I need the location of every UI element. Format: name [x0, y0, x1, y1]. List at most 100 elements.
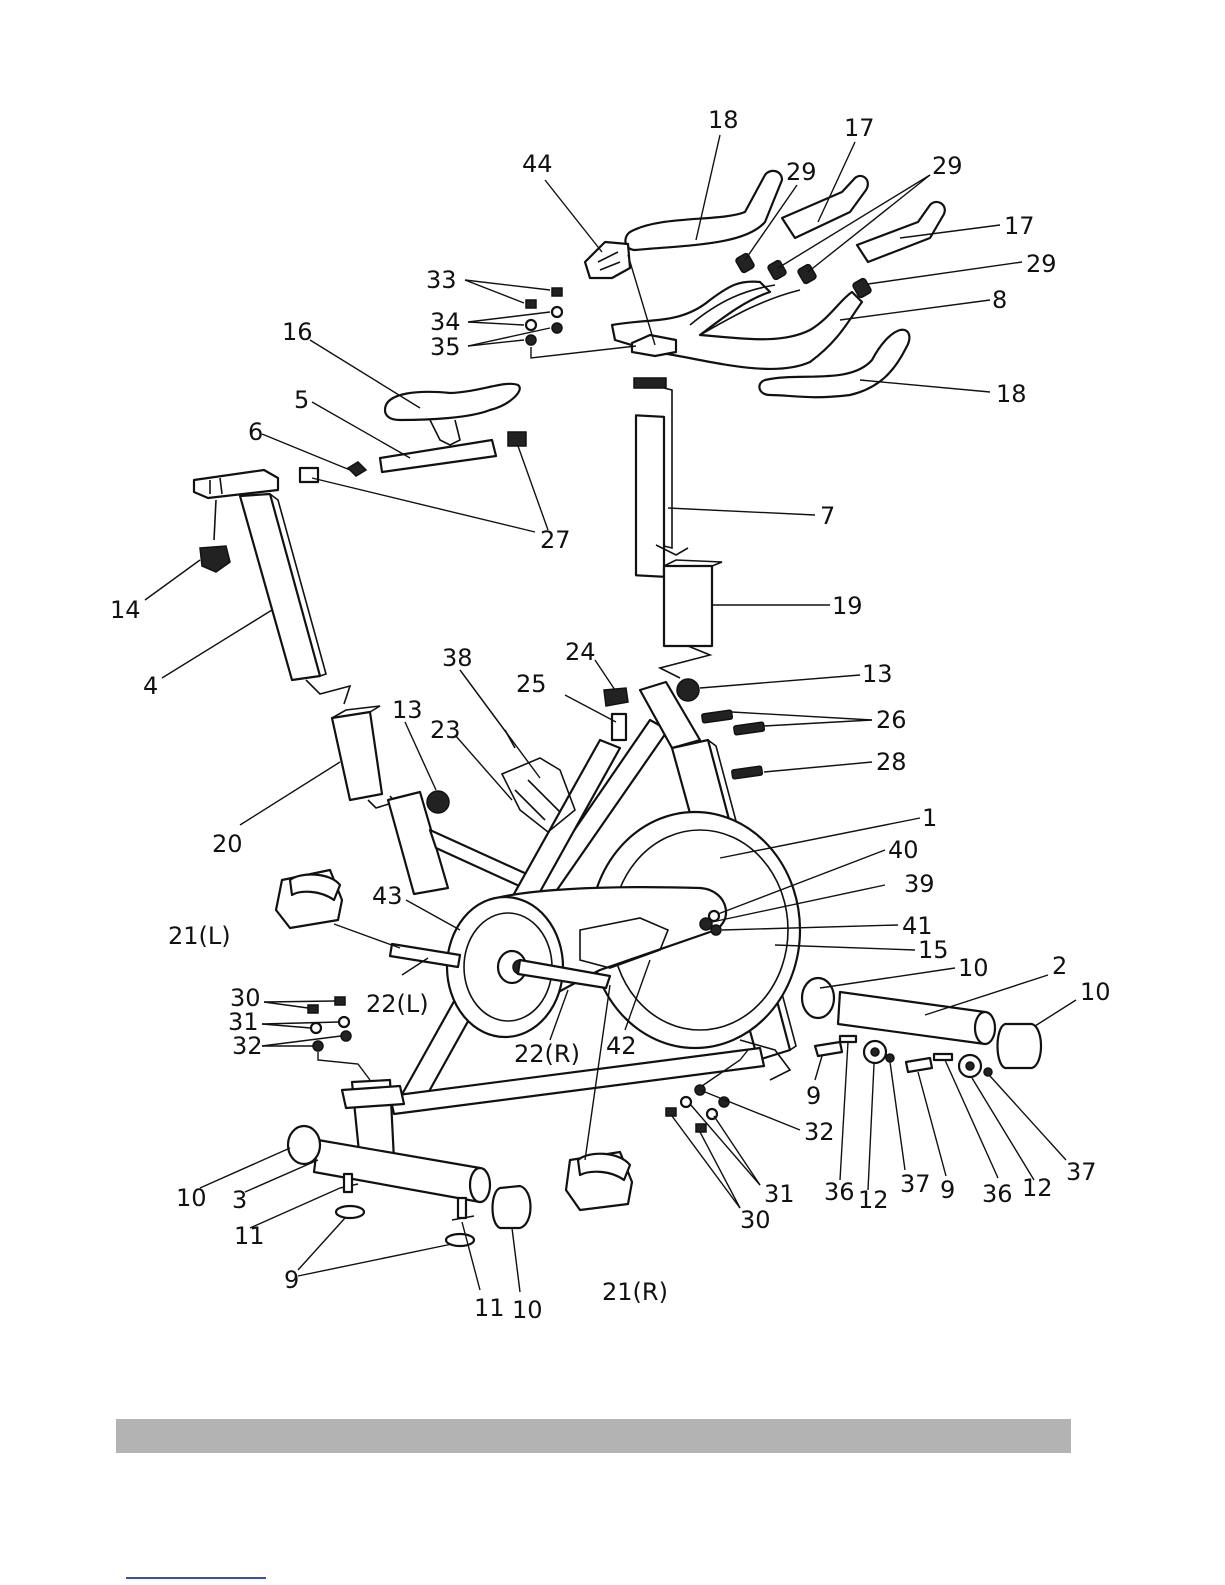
part-32-nut-rear-a [313, 1041, 323, 1051]
leader-21L [334, 924, 400, 948]
leader-10-rear-right [512, 1228, 520, 1292]
part-7-post [636, 415, 664, 576]
callout-26: 26 [876, 706, 907, 734]
leader-3 [245, 1160, 318, 1192]
part-10-cap-front-right [998, 1024, 1042, 1068]
leader-31-rear-b [262, 1022, 339, 1024]
part-30-bolt-rear-b [335, 997, 345, 1005]
callout-7: 7 [820, 502, 835, 530]
callout-30-front: 30 [740, 1206, 771, 1234]
callout-9-rear: 9 [284, 1266, 299, 1294]
leader-13-front [700, 675, 860, 688]
callout-12-a: 12 [858, 1186, 889, 1214]
part-27-cap-right [508, 432, 526, 446]
leader-4-20-connector [306, 680, 350, 704]
callout-44: 44 [522, 150, 553, 178]
callout-32-front: 32 [804, 1118, 835, 1146]
part-33-bolt-b [552, 288, 562, 296]
leader-16 [310, 340, 420, 408]
leader-23 [455, 735, 512, 800]
part-31-washer-rear-a [311, 1023, 321, 1033]
leader-20 [240, 762, 340, 825]
callout-2: 2 [1052, 952, 1067, 980]
leader-10-front-left [820, 968, 955, 988]
part-37-nut-a [886, 1054, 894, 1062]
callout-6: 6 [248, 418, 263, 446]
callout-5: 5 [294, 386, 309, 414]
leader-31-rear-a [262, 1024, 311, 1028]
part-34-washer-b [552, 307, 562, 317]
leader-35-b [468, 328, 550, 346]
callout-21R: 21(R) [602, 1278, 668, 1306]
part-7-post-side [664, 388, 672, 548]
leader-34-a [468, 322, 524, 325]
footer-link-underline [126, 1577, 266, 1579]
part-14-screw [214, 500, 216, 540]
part-36-axle-b [934, 1054, 952, 1060]
part-27-cap-left [300, 468, 318, 482]
callout-39: 39 [904, 870, 935, 898]
seat-assembly [194, 384, 526, 808]
part-41-bolt [711, 925, 721, 935]
callout-31-front: 31 [764, 1180, 795, 1208]
callout-43: 43 [372, 882, 403, 910]
callout-17-b: 17 [1004, 212, 1035, 240]
leader-36-a [840, 1042, 848, 1180]
callout-36-a: 36 [824, 1178, 855, 1206]
callout-13-rear: 13 [392, 696, 423, 724]
callout-29-a: 29 [786, 158, 817, 186]
part-2-end [975, 1012, 995, 1044]
leader-9-front-b [918, 1072, 946, 1176]
part-9-leveler-front-a [815, 1042, 842, 1056]
part-11-stud-b [458, 1198, 466, 1218]
leader-37-a [890, 1062, 905, 1170]
callout-42: 42 [606, 1032, 637, 1060]
leader-19-frame-connector [660, 646, 710, 678]
callout-29-b: 29 [932, 152, 963, 180]
part-33-bolt-a [526, 300, 536, 308]
part-37-nut-b [984, 1068, 992, 1076]
part-9-leveler-rear-a [336, 1206, 364, 1218]
callout-8: 8 [992, 286, 1007, 314]
part-6-knob [348, 462, 366, 476]
part-35-nut-a [526, 335, 536, 345]
part-29-cap-a [735, 253, 755, 274]
leader-12-a [868, 1064, 874, 1190]
leader-6 [262, 434, 350, 470]
part-10-cap-rear-right [493, 1186, 531, 1228]
callout-35: 35 [430, 333, 461, 361]
callout-18-top: 18 [708, 106, 739, 134]
part-31-washer-rear-b [339, 1017, 349, 1027]
callout-3: 3 [232, 1186, 247, 1214]
leader-32-rear-b [262, 1036, 341, 1046]
leader-4 [162, 610, 272, 678]
callout-36-b: 36 [982, 1180, 1013, 1208]
part-10-cap-front-left [802, 978, 834, 1018]
callout-37-a: 37 [900, 1170, 931, 1198]
part-18-grip-upper [625, 171, 782, 250]
callout-27: 27 [540, 526, 571, 554]
callout-4: 4 [143, 672, 158, 700]
part-16-saddle [385, 384, 520, 420]
part-36-axle-a [840, 1036, 856, 1042]
callout-23: 23 [430, 716, 461, 744]
leader-26-a [732, 712, 872, 720]
leader-30-rear-a [264, 1002, 308, 1008]
leader-31-front-a [690, 1104, 760, 1185]
part-30-bolt-front-b [696, 1124, 706, 1132]
part-3-end [470, 1168, 490, 1202]
handlebar-post [634, 378, 722, 678]
footer-bar [116, 1419, 1071, 1453]
callout-33: 33 [426, 266, 457, 294]
part-9-leveler-front-b [906, 1058, 932, 1072]
leader-18-lower [860, 380, 990, 392]
part-26-pad-b [734, 722, 765, 735]
callout-1: 1 [922, 804, 937, 832]
callout-10-rear-right: 10 [512, 1296, 543, 1324]
part-10-cap-rear-left [288, 1126, 320, 1164]
leader-26-b [764, 720, 872, 726]
callout-25: 25 [516, 670, 547, 698]
leader-24 [595, 660, 615, 690]
callout-22R: 22(R) [514, 1040, 580, 1068]
